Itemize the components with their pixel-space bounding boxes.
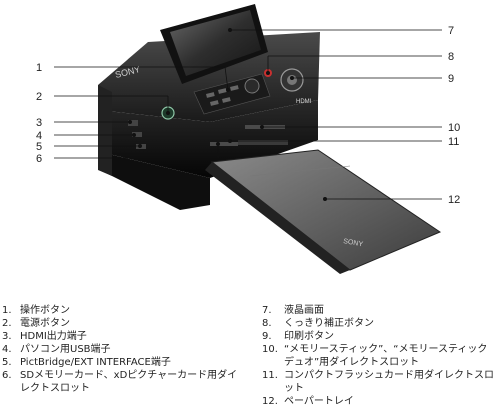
callout-8: 8 — [448, 51, 454, 63]
legend-number: 4. — [2, 344, 12, 355]
legend-number: 10. — [262, 344, 278, 355]
legend-item: 10. “メモリースティック”、“メモリースティック デュオ”用ダイレクトスロット — [262, 343, 500, 369]
legend-number: 8. — [262, 318, 272, 329]
tray-brand-logo: SONY — [343, 238, 364, 248]
printer-diagram: SONY HDMI SONY — [36, 4, 460, 274]
legend-label: HDMI出力端子 — [20, 331, 87, 342]
callout-11: 11 — [448, 136, 459, 148]
hdmi-port — [128, 120, 138, 126]
callout-4: 4 — [36, 130, 42, 142]
paper-tray: SONY — [205, 149, 442, 274]
legend-item: 9. 印刷ボタン — [262, 330, 500, 343]
legend-item: 3. HDMI出力端子 — [2, 330, 242, 343]
legend-label: PictBridge/EXT INTERFACE端子 — [20, 357, 171, 368]
callout-2: 2 — [36, 91, 42, 103]
legend-label: パソコン用USB端子 — [20, 344, 111, 355]
legend-label: “メモリースティック”、“メモリースティック デュオ”用ダイレクトスロット — [284, 344, 488, 368]
legend-number: 3. — [2, 331, 12, 342]
operation-buttons: HDMI — [193, 73, 312, 115]
callout-10: 10 — [448, 122, 460, 134]
legend-label: 印刷ボタン — [284, 331, 334, 342]
legend-label: SDメモリーカード、xDピクチャーカード用ダイレクトスロット — [20, 370, 238, 394]
legend-number: 2. — [2, 318, 12, 329]
legend-item: 4. パソコン用USB端子 — [2, 343, 242, 356]
legend-item: 11. コンパクトフラッシュカード用ダイレクトスロット — [262, 369, 500, 395]
legend-label: 液晶画面 — [284, 305, 324, 316]
legend-item: 7. 液晶画面 — [262, 304, 500, 317]
callout-1: 1 — [36, 62, 42, 74]
legend-item: 5. PictBridge/EXT INTERFACE端子 — [2, 356, 242, 369]
callout-12: 12 — [448, 194, 460, 206]
callout-3: 3 — [36, 117, 42, 129]
callout-9: 9 — [448, 73, 454, 85]
hdmi-logo: HDMI — [296, 99, 312, 105]
legend-label: くっきり補正ボタン — [284, 318, 374, 329]
cf-slot — [238, 140, 288, 145]
legend-number: 9. — [262, 331, 272, 342]
legend-label: コンパクトフラッシュカード用ダイレクトスロット — [284, 370, 494, 394]
legend-number: 5. — [2, 357, 12, 368]
legend-number: 7. — [262, 305, 272, 316]
legend-label: 電源ボタン — [20, 318, 70, 329]
legend-label: 操作ボタン — [20, 305, 70, 316]
legend-label: ペーパートレイ — [284, 396, 354, 407]
legend-item: 6. SDメモリーカード、xDピクチャーカード用ダイレクトスロット — [2, 369, 242, 395]
sd-xd-slot — [210, 142, 238, 146]
callout-5: 5 — [36, 141, 42, 153]
legend-item: 2. 電源ボタン — [2, 317, 242, 330]
legend-item: 8. くっきり補正ボタン — [262, 317, 500, 330]
leader-lines — [54, 27, 442, 201]
lcd-screen — [160, 4, 268, 84]
legend-left: 1.操作ボタン 2.電源ボタン 3.HDMI出力端子 4.パソコン用USB端子 … — [2, 304, 242, 395]
legend-number: 1. — [2, 305, 12, 316]
legend-number: 12. — [262, 396, 278, 407]
callout-7: 7 — [448, 25, 454, 37]
usb-port — [132, 132, 142, 137]
callout-6: 6 — [36, 153, 42, 165]
legend-item: 1. 操作ボタン — [2, 304, 242, 317]
legend-number: 11. — [262, 370, 278, 381]
legend-right: 7. 液晶画面 8. くっきり補正ボタン 9. 印刷ボタン 10. “メモリースティック… — [262, 304, 500, 408]
legend-item: 12. ペーパートレイ — [262, 395, 500, 408]
legend-number: 6. — [2, 370, 12, 381]
